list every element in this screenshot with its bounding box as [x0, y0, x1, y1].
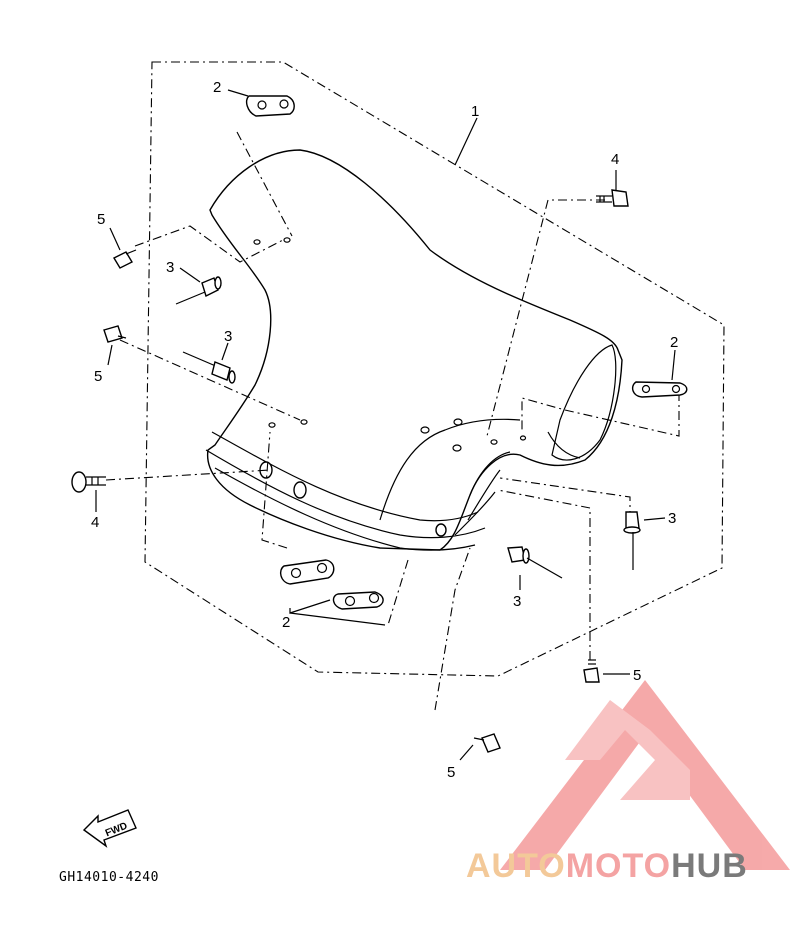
- rivet-right: [623, 511, 641, 570]
- callout-3-middle-left: 3: [224, 328, 232, 345]
- screw-upper-left: [113, 249, 137, 269]
- watermark-logo: [500, 680, 790, 870]
- callout-lines: [95, 89, 676, 761]
- callout-4-left: 4: [91, 514, 99, 531]
- screw-bottom: [473, 733, 501, 753]
- callout-5-middle-left: 5: [94, 368, 102, 385]
- clamp-plate-top: [245, 95, 295, 117]
- callout-5-bottom: 5: [447, 764, 455, 781]
- rivet-lower: [507, 546, 563, 579]
- diagram-code: GH14010-4240: [59, 870, 159, 885]
- bolt-upper-right: [596, 189, 629, 207]
- watermark-auto: AUTO: [466, 847, 566, 885]
- callout-2-right: 2: [670, 334, 678, 351]
- callout-3-lower: 3: [513, 593, 521, 610]
- callout-3-upper-left: 3: [166, 259, 174, 276]
- clamp-plate-bottom-right: [332, 591, 384, 610]
- rivet-upper-left: [175, 276, 222, 305]
- callout-labels: 1 2 2 2 3 3 3 3 4 4 5 5 5 5: [91, 79, 678, 781]
- callout-2-top: 2: [213, 79, 221, 96]
- callout-5-upper-left: 5: [97, 211, 105, 228]
- bolt-left: [71, 471, 106, 493]
- screw-middle-left: [103, 325, 127, 343]
- clamp-plate-right: [631, 381, 688, 398]
- watermark-moto: MOTO: [566, 847, 671, 885]
- forward-direction-arrow: FWD: [82, 809, 137, 848]
- callout-2-bottom: 2: [282, 614, 290, 631]
- callout-3-right: 3: [668, 510, 676, 527]
- callout-4-upper-right: 4: [611, 151, 619, 168]
- watermark-brand-text: AUTOMOTOHUB: [466, 847, 748, 885]
- callout-1: 1: [471, 103, 479, 120]
- leader-lines: [105, 131, 680, 711]
- rivet-middle-left: [182, 351, 236, 384]
- screw-right: [583, 659, 600, 683]
- clamp-plate-bottom-left: [279, 559, 335, 585]
- assembly-boundary: [144, 61, 725, 677]
- watermark-hub: HUB: [671, 847, 748, 885]
- callout-5-right: 5: [633, 667, 641, 684]
- windshield-cowling: [205, 149, 623, 551]
